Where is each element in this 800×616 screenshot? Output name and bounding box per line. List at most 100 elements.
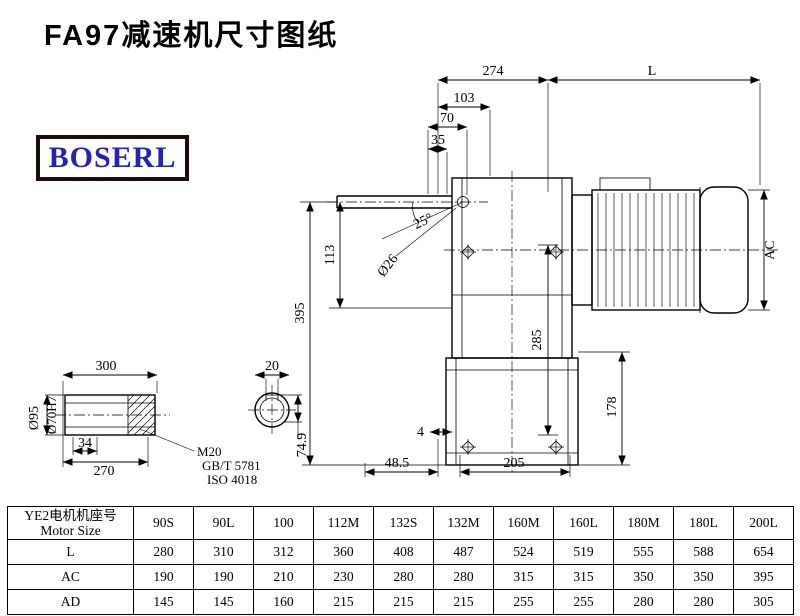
table-cell: 190: [193, 564, 254, 590]
table-cell: 310: [193, 539, 254, 565]
table-cell: 360: [313, 539, 374, 565]
table-cell: 280: [433, 564, 494, 590]
dim-label-angle: 25°: [411, 211, 435, 233]
table-cell: 210: [253, 564, 314, 590]
size-col-header: 132M: [433, 506, 494, 540]
size-col-header: 112M: [313, 506, 374, 540]
dim-label-70: 70: [440, 111, 454, 126]
terminal-box: [599, 177, 651, 191]
table-cell: 280: [373, 564, 434, 590]
main-view: 274 L 103 70 35 25° Ø26 113 395 285 AC 1…: [293, 64, 780, 477]
table-cell: 315: [493, 564, 554, 590]
table-cell: 408: [373, 539, 434, 565]
table-cell: 190: [133, 564, 194, 590]
table-cell: 519: [553, 539, 614, 565]
table-cell: 145: [193, 589, 254, 615]
table-cell: 145: [133, 589, 194, 615]
boserl-logo: BOSERL: [36, 135, 189, 181]
thread-label: M20: [197, 444, 222, 459]
motor-size-header-en: Motor Size: [40, 523, 101, 538]
size-col-header: 180M: [613, 506, 674, 540]
angle-arc: [412, 201, 420, 224]
table-cell: 350: [613, 564, 674, 590]
table-cell: 315: [553, 564, 614, 590]
dim-label-113: 113: [323, 245, 338, 265]
table-row-L: L 280 310 312 360 408 487 524 519 555 58…: [7, 539, 794, 565]
dimension-table: YE2电机机座号 Motor Size 90S 90L 100 112M 132…: [7, 506, 794, 615]
table-row-AC: AC 190 190 210 230 280 280 315 315 350 3…: [7, 564, 794, 590]
dim-label-L: L: [648, 64, 657, 79]
motor: [571, 177, 749, 314]
dim-label-dia95: Ø95: [27, 406, 42, 430]
dim-label-hole-dia: Ø26: [375, 252, 402, 280]
row-label-AD: AD: [7, 589, 134, 615]
table-cell: 654: [733, 539, 794, 565]
table-cell: 255: [553, 589, 614, 615]
size-col-header: 200L: [733, 506, 794, 540]
table-cell: 312: [253, 539, 314, 565]
section-bore-circle: [259, 397, 285, 423]
dim-label-270: 270: [94, 464, 115, 479]
table-cell: 487: [433, 539, 494, 565]
dim-label-4: 4: [417, 425, 424, 440]
page-title: FA97减速机尺寸图纸: [44, 20, 339, 52]
standard-gb-label: GB/T 5781: [202, 458, 261, 473]
dim-label-395: 395: [293, 303, 308, 324]
table-cell: 588: [673, 539, 734, 565]
size-col-header: 90S: [133, 506, 194, 540]
bolt-icon: [460, 244, 476, 260]
upper-shaft: [327, 195, 488, 257]
dim-label-285: 285: [530, 330, 545, 351]
dim-label-48-5: 48.5: [385, 456, 410, 471]
dim-label-35: 35: [431, 133, 445, 148]
size-col-header: 160L: [553, 506, 614, 540]
technical-drawing: 274 L 103 70 35 25° Ø26 113 395 285 AC 1…: [27, 64, 780, 487]
motor-fins: [597, 193, 695, 307]
table-cell: 395: [733, 564, 794, 590]
table-cell: 350: [673, 564, 734, 590]
hatching: [127, 394, 156, 436]
dim-label-178: 178: [605, 397, 620, 418]
dim-label-103: 103: [454, 91, 475, 106]
boserl-logo-text: BOSERL: [48, 141, 177, 174]
table-cell: 524: [493, 539, 554, 565]
standard-iso-label: ISO 4018: [207, 472, 257, 487]
table-cell: 230: [313, 564, 374, 590]
dim-label-dia70H7: Ø70H7: [44, 395, 59, 434]
dim-label-34: 34: [78, 436, 92, 451]
dim-label-205: 205: [504, 456, 525, 471]
table-cell: 160: [253, 589, 314, 615]
shaft-detail-view: 300 34 270 Ø95 Ø70H7 M20 GB/T 5781 ISO 4…: [27, 359, 261, 487]
row-label-L: L: [7, 539, 134, 565]
size-col-header: 160M: [493, 506, 554, 540]
table-cell: 555: [613, 539, 674, 565]
motor-size-header: YE2电机机座号 Motor Size: [7, 506, 134, 540]
row-label-AC: AC: [7, 564, 134, 590]
thread-leader-line: [139, 428, 195, 452]
motor-size-header-cn: YE2电机机座号: [24, 508, 117, 523]
table-cell: 255: [493, 589, 554, 615]
dim-label-20: 20: [265, 359, 279, 374]
table-header-row: YE2电机机座号 Motor Size 90S 90L 100 112M 132…: [7, 506, 794, 540]
section-view: 20 74.9: [248, 359, 310, 457]
size-col-header: 132S: [373, 506, 434, 540]
table-cell: 280: [673, 589, 734, 615]
table-cell: 215: [373, 589, 434, 615]
hole-leader-line: [395, 207, 457, 257]
size-col-header: 90L: [193, 506, 254, 540]
dim-label-74-9: 74.9: [295, 433, 310, 458]
dimensions-main: 274 L 103 70 35 25° Ø26 113 395 285 AC 1…: [293, 64, 778, 477]
bolt-icon: [460, 439, 476, 455]
size-col-header: 100: [253, 506, 314, 540]
gearbox-housing: [445, 177, 579, 466]
size-col-header: 180L: [673, 506, 734, 540]
table-cell: 215: [313, 589, 374, 615]
dim-label-AC: AC: [763, 240, 778, 259]
table-cell: 280: [613, 589, 674, 615]
dim-label-274: 274: [483, 64, 504, 79]
table-cell: 280: [133, 539, 194, 565]
angle-line: [381, 201, 464, 240]
table-cell: 305: [733, 589, 794, 615]
table-cell: 215: [433, 589, 494, 615]
shaft-hole: [457, 196, 469, 208]
